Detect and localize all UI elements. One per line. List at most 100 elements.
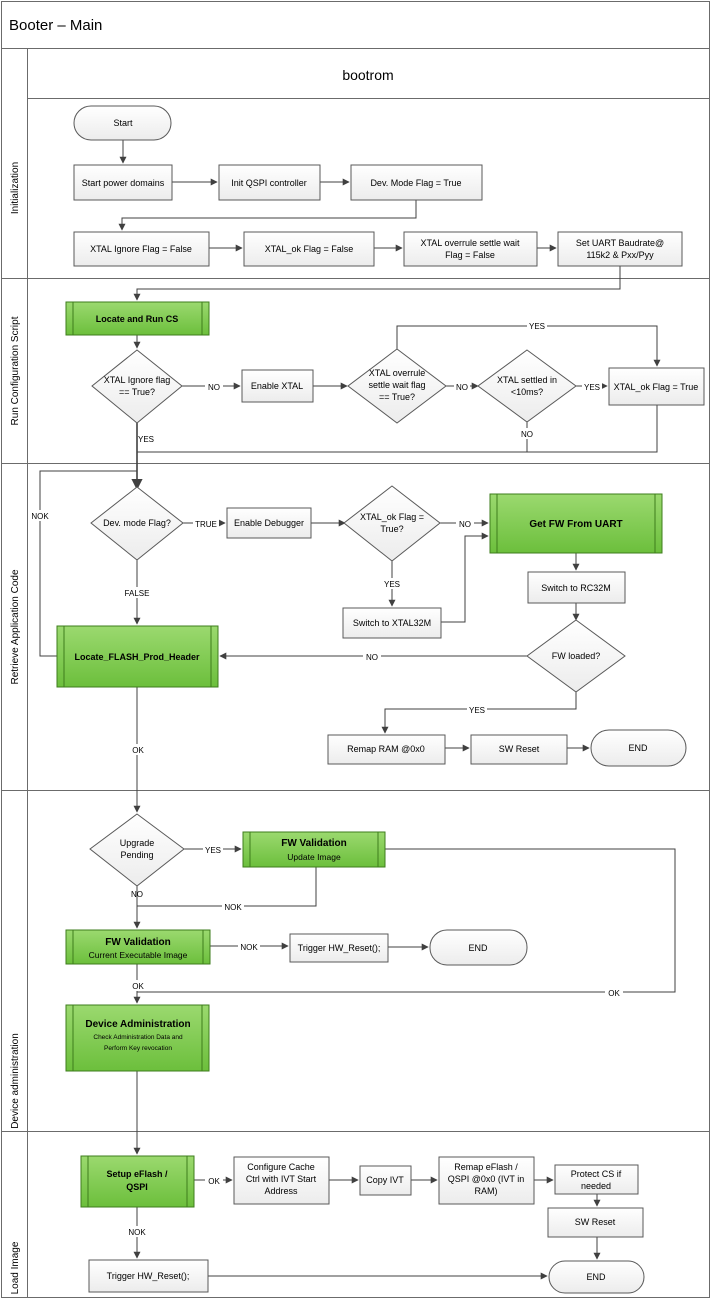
svg-text:Remap eFlash /: Remap eFlash / <box>454 1162 518 1172</box>
edge-label-no: NO <box>521 430 533 439</box>
lane-label-device-administration: Device administration <box>10 1033 21 1129</box>
svg-text:Flag = False: Flag = False <box>445 250 495 260</box>
svg-text:XTAL_ok Flag =: XTAL_ok Flag = <box>360 512 424 522</box>
svg-text:Perform Key revocation: Perform Key revocation <box>104 1045 172 1052</box>
edge-devmode-to-xtalignore <box>118 200 417 231</box>
svg-text:FW Validation: FW Validation <box>281 838 347 849</box>
svg-text:RAM): RAM) <box>475 1186 498 1196</box>
svg-text:needed: needed <box>581 1181 611 1191</box>
svg-text:Upgrade: Upgrade <box>120 838 155 848</box>
end-terminator-3: END <box>548 1260 645 1294</box>
edge-label-yes: YES <box>529 322 545 331</box>
subprocess-fw-validation-current: FW Validation Current Executable Image <box>65 929 211 965</box>
process-xtal-ok-false: XTAL_ok Flag = False <box>243 231 375 267</box>
decision-upgrade-pending: Upgrade Pending <box>89 813 185 887</box>
svg-text:<10ms?: <10ms? <box>511 387 543 397</box>
svg-text:Set UART Baudrate@: Set UART Baudrate@ <box>576 238 664 248</box>
process-start-power-domains: Start power domains <box>73 164 173 201</box>
svg-text:Device Administration: Device Administration <box>85 1019 190 1030</box>
svg-text:Copy IVT: Copy IVT <box>366 1175 404 1185</box>
svg-text:== True?: == True? <box>119 387 155 397</box>
svg-text:Configure Cache: Configure Cache <box>247 1162 315 1172</box>
process-dev-mode-true: Dev. Mode Flag = True <box>350 164 483 201</box>
svg-text:FW loaded?: FW loaded? <box>552 651 601 661</box>
edge-nok-loop <box>39 470 137 657</box>
svg-text:Locate_FLASH_Prod_Header: Locate_FLASH_Prod_Header <box>74 652 200 662</box>
svg-text:Setup eFlash /: Setup eFlash / <box>106 1169 168 1179</box>
edge-label-no: NO <box>456 383 468 392</box>
edge-label-ok: OK <box>132 982 144 991</box>
svg-text:XTAL settled in: XTAL settled in <box>497 375 557 385</box>
decision-xtal-ignore: XTAL Ignore flag == True? <box>91 349 183 424</box>
svg-text:Start power domains: Start power domains <box>82 178 165 188</box>
decision-fw-loaded: FW loaded? <box>526 619 626 693</box>
svg-text:FW Validation: FW Validation <box>105 937 171 948</box>
end-terminator-2: END <box>429 929 528 966</box>
process-enable-debugger: Enable Debugger <box>226 507 312 539</box>
edge-label-ok: OK <box>608 989 620 998</box>
process-xtal-overrule-false: XTAL overrule settle wait Flag = False <box>403 231 538 267</box>
svg-text:Enable Debugger: Enable Debugger <box>234 518 304 528</box>
edge-label-nok: NOK <box>224 903 242 912</box>
process-switch-rc32m: Switch to RC32M <box>527 571 626 604</box>
lane-label-load-image: Load Image <box>10 1241 21 1294</box>
svg-text:SW Reset: SW Reset <box>499 744 540 754</box>
svg-text:Start: Start <box>113 118 133 128</box>
edge-label-no: NO <box>208 383 220 392</box>
svg-text:XTAL_ok Flag = True: XTAL_ok Flag = True <box>614 382 699 392</box>
process-enable-xtal: Enable XTAL <box>241 369 314 403</box>
process-remap-eflash: Remap eFlash / QSPI @0x0 (IVT in RAM) <box>438 1156 535 1205</box>
decision-dev-mode: Dev. mode Flag? <box>90 486 184 561</box>
svg-text:settle wait flag: settle wait flag <box>368 380 425 390</box>
process-protect-cs: Protect CS if needed <box>554 1164 639 1195</box>
edge-label-yes: YES <box>384 580 400 589</box>
edge-label-ok: OK <box>132 746 144 755</box>
svg-text:Switch to RC32M: Switch to RC32M <box>541 583 611 593</box>
edge-xtaloktrue-down <box>137 405 658 453</box>
svg-text:Ctrl with IVT Start: Ctrl with IVT Start <box>246 1174 317 1184</box>
svg-text:Locate and Run CS: Locate and Run CS <box>96 314 179 324</box>
pool-title: Booter – Main <box>9 17 102 34</box>
svg-text:Trigger HW_Reset();: Trigger HW_Reset(); <box>298 943 381 953</box>
svg-text:QSPI @0x0 (IVT in: QSPI @0x0 (IVT in <box>448 1174 525 1184</box>
subprocess-locate-flash-prod-header: Locate_FLASH_Prod_Header <box>56 625 219 688</box>
subprocess-setup-eflash: Setup eFlash / QSPI <box>80 1155 195 1208</box>
edge-label-yes: YES <box>584 383 600 392</box>
edge-label-nok: NOK <box>240 943 258 952</box>
edge-label-yes: YES <box>138 435 154 444</box>
svg-text:Protect CS if: Protect CS if <box>571 1169 622 1179</box>
lane-label-initialization: Initialization <box>10 162 21 214</box>
edge-label-yes: YES <box>469 706 485 715</box>
nodes: Start Start power domains Init QSPI cont… <box>56 105 705 1294</box>
process-sw-reset-1: SW Reset <box>470 734 568 765</box>
svg-text:Trigger HW_Reset();: Trigger HW_Reset(); <box>107 1271 190 1281</box>
decision-xtal-settled: XTAL settled in <10ms? <box>477 349 577 423</box>
process-trigger-hw-reset-2: Trigger HW_Reset(); <box>88 1259 209 1293</box>
lane-label-retrieve-application-code: Retrieve Application Code <box>10 569 21 685</box>
svg-text:XTAL Ignore flag: XTAL Ignore flag <box>104 375 171 385</box>
process-switch-xtal32m: Switch to XTAL32M <box>342 607 442 639</box>
svg-text:Init QSPI controller: Init QSPI controller <box>231 178 307 188</box>
svg-text:Check Administration Data and: Check Administration Data and <box>93 1034 183 1041</box>
decision-xtal-overrule: XTAL overrule settle wait flag == True? <box>347 348 447 424</box>
edge-label-no: NO <box>131 890 143 899</box>
edge-update-nok <box>137 867 317 907</box>
subprocess-get-fw-from-uart: Get FW From UART <box>489 493 663 554</box>
edge-label-no: NO <box>366 653 378 662</box>
end-terminator-1: END <box>590 729 687 767</box>
process-xtal-ok-true: XTAL_ok Flag = True <box>608 367 705 406</box>
svg-text:QSPI: QSPI <box>126 1182 148 1192</box>
svg-text:Remap RAM @0x0: Remap RAM @0x0 <box>347 744 425 754</box>
edge-label-false: FALSE <box>125 589 150 598</box>
process-xtal-ignore-false: XTAL Ignore Flag = False <box>73 231 210 267</box>
subprocess-locate-run-cs: Locate and Run CS <box>65 301 210 336</box>
svg-text:XTAL overrule settle wait: XTAL overrule settle wait <box>420 238 520 248</box>
process-trigger-hw-reset-1: Trigger HW_Reset(); <box>289 933 389 963</box>
edge-uart-to-locatecs <box>133 266 621 301</box>
edge-label-yes: YES <box>205 846 221 855</box>
edge-labels: YES NO NO YES YES NO NOK TRUE NO YES FAL… <box>29 320 623 1237</box>
svg-text:XTAL overrule: XTAL overrule <box>369 368 426 378</box>
svg-text:Dev. mode Flag?: Dev. mode Flag? <box>103 518 171 528</box>
